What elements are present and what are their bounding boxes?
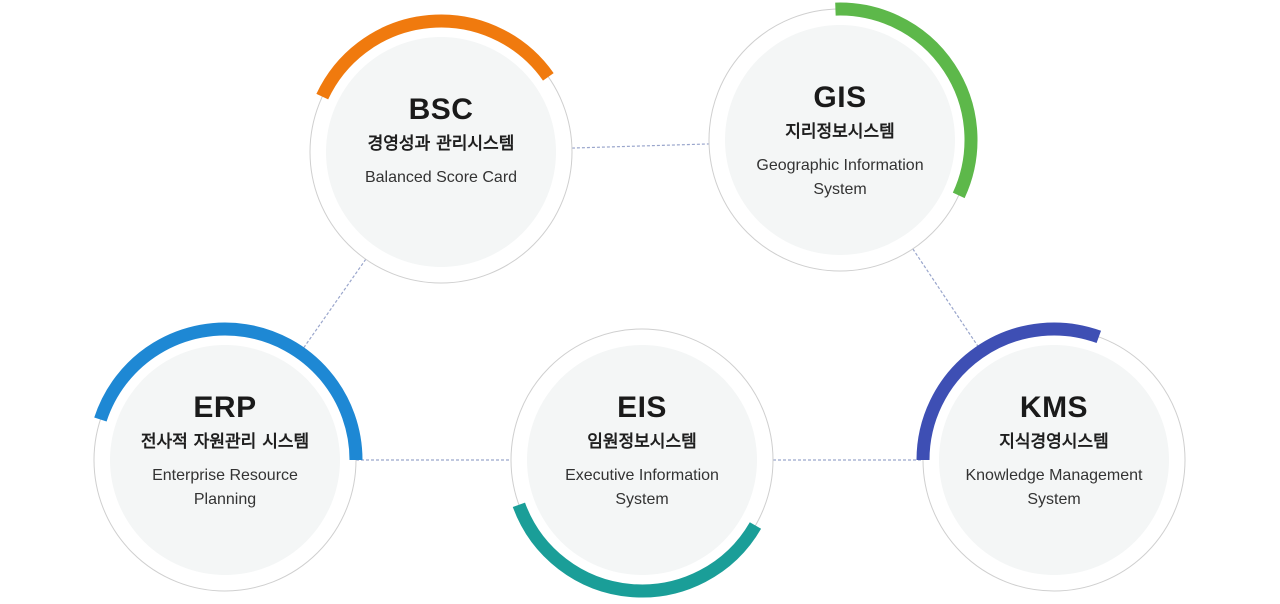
node-english-name: Geographic Information System	[756, 157, 924, 198]
node-inner-disc-bsc	[326, 37, 556, 267]
node-erp: ERP 전사적 자원관리 시스템 Enterprise Resource Pla…	[105, 390, 345, 512]
node-acronym: BSC	[408, 93, 474, 126]
node-inner-disc-erp	[110, 345, 340, 575]
node-accent-arc-kms	[916, 322, 1102, 461]
node-accent-arc-bsc	[316, 14, 554, 100]
node-inner-disc-gis	[725, 25, 955, 255]
node-inner-disc-eis	[527, 345, 757, 575]
node-korean-name: 지리정보시스템	[785, 122, 895, 142]
node-korean-name: 지식경영시스템	[999, 432, 1109, 452]
node-acronym: KMS	[1019, 391, 1089, 424]
node-english-name: Executive Information System	[565, 467, 719, 508]
connector-line-bsc-gis	[571, 143, 710, 149]
node-acronym: ERP	[193, 391, 257, 424]
connector-line-bsc-erp	[299, 258, 367, 354]
connector-line-gis-kms	[912, 248, 982, 352]
node-kms: KMS 지식경영시스템 Knowledge Management System	[934, 390, 1174, 512]
node-bsc: BSC 경영성과 관리시스템 Balanced Score Card	[321, 92, 561, 190]
node-eis: EIS 임원정보시스템 Executive Information System	[522, 390, 762, 512]
node-korean-name: 임원정보시스템	[587, 432, 697, 452]
node-inner-disc-kms	[939, 345, 1169, 575]
node-english-name: Balanced Score Card	[364, 169, 518, 186]
node-accent-arc-erp	[94, 322, 363, 461]
node-accent-arc-eis	[512, 502, 762, 598]
node-korean-name: 전사적 자원관리 시스템	[140, 432, 310, 452]
node-english-name: Knowledge Management System	[965, 467, 1143, 508]
node-acronym: GIS	[813, 81, 867, 114]
node-accent-arc-gis	[835, 2, 978, 199]
node-korean-name: 경영성과 관리시스템	[367, 134, 515, 154]
node-gis: GIS 지리정보시스템 Geographic Information Syste…	[720, 80, 960, 202]
node-acronym: EIS	[617, 391, 667, 424]
node-english-name: Enterprise Resource Planning	[152, 467, 298, 508]
